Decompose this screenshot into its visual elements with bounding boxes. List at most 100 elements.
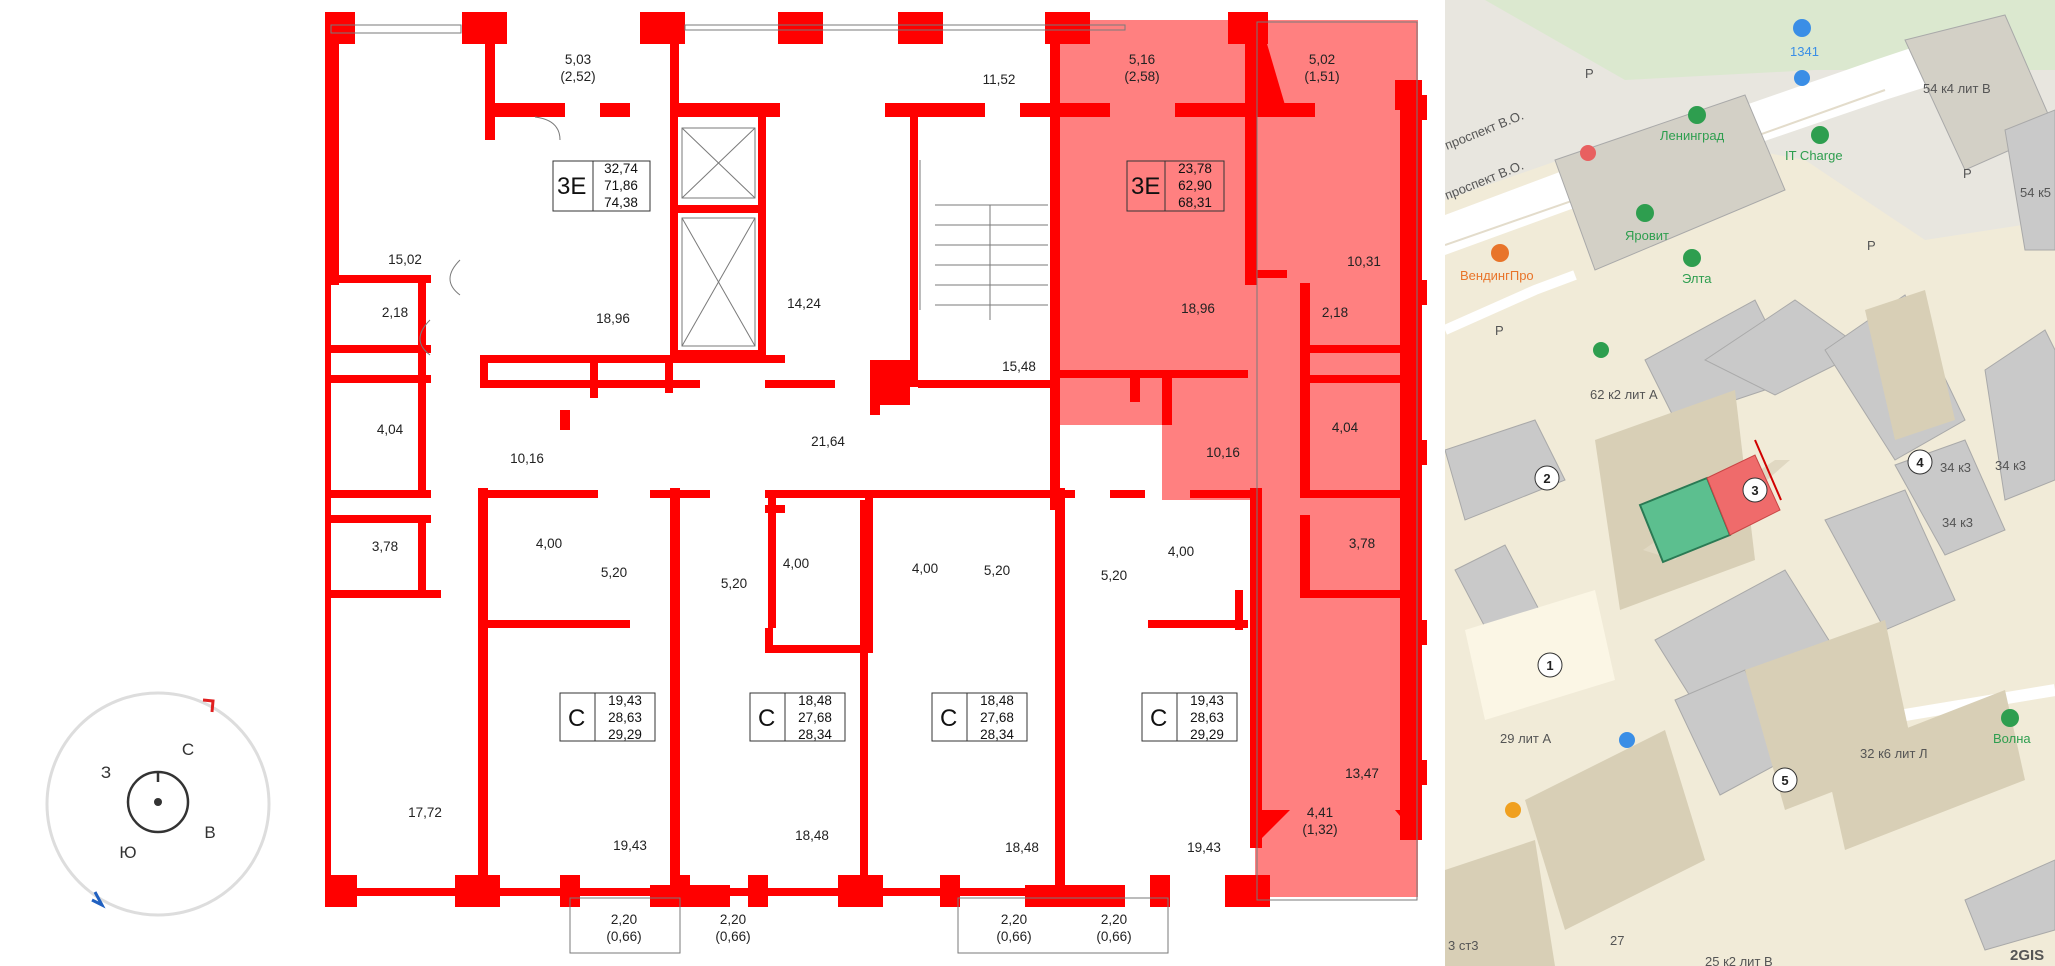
room-area: 4,00: [536, 536, 562, 551]
balcony-area: 2,20: [611, 912, 637, 927]
balcony-area: (0,66): [1096, 929, 1131, 944]
entrance-number: 2: [1543, 471, 1550, 486]
apartment-area-living: 23,78: [1178, 161, 1212, 176]
apartment-area-living: 18,48: [980, 693, 1014, 708]
room-area: 13,47: [1345, 766, 1379, 781]
room-area-labels: 5,03 (2,52) 11,52 5,16 (2,58) 5,02 (1,51…: [372, 52, 1381, 944]
room-area: (2,52): [560, 69, 595, 84]
poi-leningrad[interactable]: Ленинград: [1660, 106, 1725, 143]
address-label: 34 к3: [1940, 460, 1971, 475]
poi-elta[interactable]: Элта: [1682, 249, 1712, 286]
vending-icon[interactable]: [1491, 244, 1509, 262]
apartment-type: C: [568, 705, 585, 732]
poi-vendingpro[interactable]: ВендингПро: [1460, 244, 1534, 283]
poi-icon[interactable]: [1593, 342, 1609, 358]
selected-apartment-highlight[interactable]: [1060, 20, 1418, 897]
poi-icon[interactable]: [1619, 732, 1635, 748]
apartment-tag[interactable]: C 19,43 28,63 29,29: [559, 692, 656, 742]
poi-icon[interactable]: [1580, 145, 1596, 161]
room-area: 5,20: [721, 576, 747, 591]
balcony-area: 2,20: [1001, 912, 1027, 927]
room-area: 10,16: [1206, 445, 1240, 460]
charge-icon[interactable]: [1811, 126, 1829, 144]
building-icon[interactable]: [2001, 709, 2019, 727]
room-area: 4,04: [377, 422, 404, 437]
address-label: 25 к2 лит В: [1705, 954, 1773, 966]
room-area: (1,32): [1302, 822, 1337, 837]
room-area: 4,00: [912, 561, 938, 576]
balcony-area: 2,20: [720, 912, 746, 927]
poi-volna[interactable]: Волна: [1993, 709, 2031, 746]
shop-icon[interactable]: [1636, 204, 1654, 222]
poi-yarovit[interactable]: Яровит: [1625, 204, 1669, 243]
apartment-area-with-balcony: 29,29: [608, 727, 642, 742]
poi-label: Яровит: [1625, 228, 1669, 243]
poi-1341[interactable]: 1341: [1790, 19, 1819, 59]
shop-icon[interactable]: [1683, 249, 1701, 267]
parking-marks: P P P P: [1495, 66, 1972, 338]
poi-label: IT Charge: [1785, 148, 1843, 163]
poi-label: Элта: [1682, 271, 1712, 286]
room-area: 10,16: [510, 451, 544, 466]
apartment-area-with-balcony: 28,34: [798, 727, 832, 742]
building-shadows: [1445, 290, 2025, 966]
apartment-type: C: [940, 705, 957, 732]
poi-icon[interactable]: [1794, 70, 1810, 86]
poi-label: 1341: [1790, 44, 1819, 59]
poi-it-charge[interactable]: IT Charge: [1785, 126, 1843, 163]
room-area: 4,00: [1168, 544, 1194, 559]
apartment-area-total: 62,90: [1178, 178, 1212, 193]
apartment-area-with-balcony: 68,31: [1178, 195, 1212, 210]
room-area: 4,04: [1332, 420, 1359, 435]
buildings: [1445, 14, 2055, 951]
room-area: (1,51): [1304, 69, 1339, 84]
room-area: 15,02: [388, 252, 422, 267]
parking-label: P: [1495, 323, 1504, 338]
building-icon[interactable]: [1688, 106, 1706, 124]
room-area: 2,18: [1322, 305, 1348, 320]
apartment-tag[interactable]: 3E 32,74 71,86 74,38: [552, 160, 651, 212]
address-label: 27: [1610, 933, 1624, 948]
compass: С В Ю З: [45, 691, 271, 917]
apartment-area-with-balcony: 74,38: [604, 195, 638, 210]
entrance-number: 5: [1781, 773, 1788, 788]
address-label: 34 к3: [1942, 515, 1973, 530]
room-area: 3,78: [372, 539, 398, 554]
apartment-area-total: 28,63: [608, 710, 642, 725]
room-area: 15,48: [1002, 359, 1036, 374]
apartment-area-total: 27,68: [798, 710, 832, 725]
apartment-tag-selected[interactable]: 3E 23,78 62,90 68,31: [1126, 160, 1225, 212]
apartment-type: C: [758, 705, 775, 732]
map-watermark: 2GIS: [2010, 947, 2044, 964]
address-label: 3 ст3: [1448, 938, 1479, 953]
address-label: 62 к2 лит А: [1590, 387, 1658, 402]
room-area: 19,43: [613, 838, 647, 853]
address-label: 54 к5: [2020, 185, 2051, 200]
apartment-type: 3E: [557, 173, 586, 200]
room-area: 17,72: [408, 805, 442, 820]
apartment-tag[interactable]: C 18,48 27,68 28,34: [749, 692, 846, 742]
compass-south-label: Ю: [119, 843, 136, 862]
apartment-tag[interactable]: C 18,48 27,68 28,34: [931, 692, 1028, 742]
apartment-area-living: 32,74: [604, 161, 638, 176]
balcony-area: (0,66): [996, 929, 1031, 944]
room-area: 18,96: [1181, 301, 1215, 316]
compass-west-label: З: [101, 763, 111, 782]
room-area: 19,43: [1187, 840, 1221, 855]
room-area: 4,00: [783, 556, 809, 571]
address-label: 32 к6 лит Л: [1860, 746, 1928, 761]
apartment-area-with-balcony: 28,34: [980, 727, 1014, 742]
entrance-number: 4: [1916, 455, 1924, 470]
poi-icon[interactable]: [1505, 802, 1521, 818]
apartment-area-total: 28,63: [1190, 710, 1224, 725]
fuel-icon[interactable]: [1793, 19, 1811, 37]
entrance-markers[interactable]: 1 2 3 4 5: [1534, 449, 1933, 793]
apartment-tag[interactable]: C 19,43 28,63 29,29: [1141, 692, 1238, 742]
apartment-area-total: 27,68: [980, 710, 1014, 725]
balcony-area: (0,66): [715, 929, 750, 944]
room-area: 11,52: [983, 72, 1016, 87]
location-map[interactable]: 1 2 3 4 5 проспект В.О. проспект В.О. 54…: [1445, 0, 2055, 966]
room-area: 18,48: [1005, 840, 1039, 855]
entrance-number: 1: [1546, 658, 1553, 673]
parking-label: P: [1867, 238, 1876, 253]
